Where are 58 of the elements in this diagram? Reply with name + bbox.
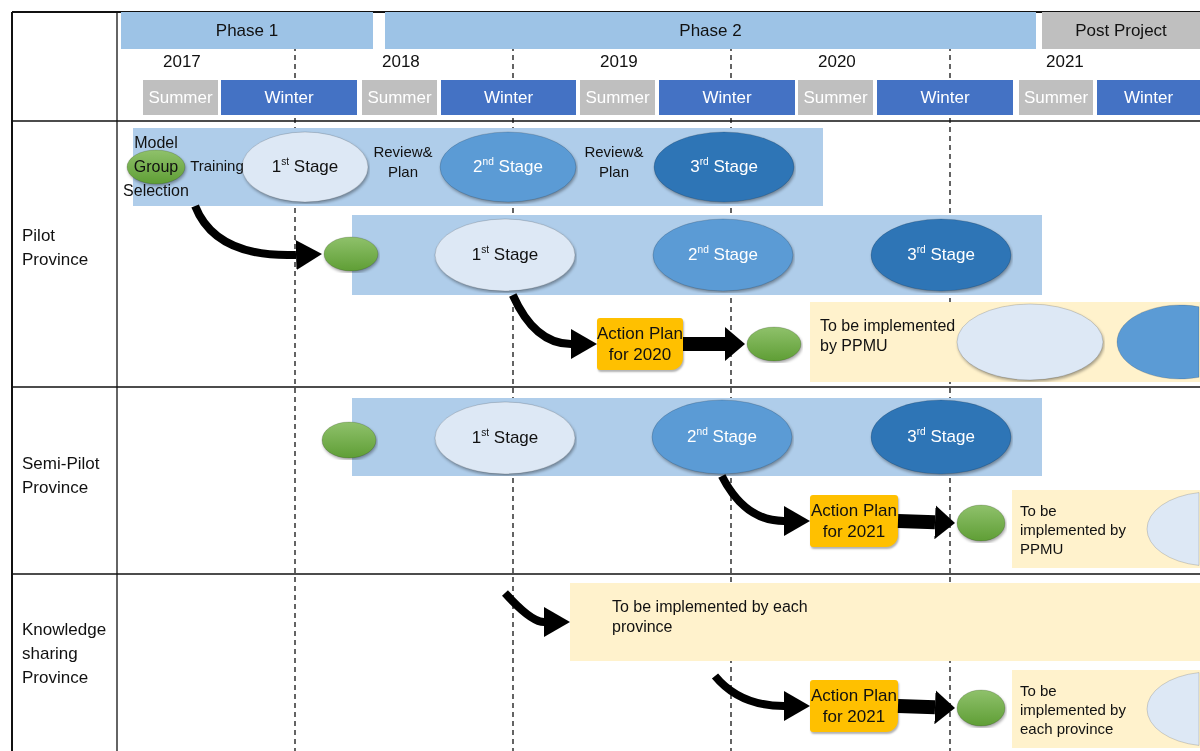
stage-ellipse: 2$^{nd}$ Stage [650, 398, 794, 476]
stage-ellipse: 2$^{nd}$ Stage [651, 217, 795, 293]
sticky-note: Action Plan for 2020 [597, 318, 683, 370]
milestone-ellipse [322, 235, 380, 273]
season-bar: Summer [143, 80, 218, 115]
row-label: Semi-Pilot Province [22, 453, 101, 499]
timeline-band [810, 302, 1200, 382]
season-bar: Winter [659, 80, 795, 115]
arrow [897, 505, 955, 540]
timeline-band [352, 398, 1042, 476]
stage-ellipse: 3$^{rd}$ Stage [869, 217, 1013, 293]
sticky-note: Action Plan for 2021 [810, 495, 898, 547]
milestone-ellipse [955, 503, 1007, 543]
stage-ellipse: 3$^{rd}$ Stage [869, 398, 1013, 476]
band-text: To be implemented by PPMU [1020, 502, 1127, 559]
timeline-band [352, 215, 1042, 295]
arrow [712, 673, 810, 721]
arrow [683, 327, 745, 361]
season-bar: Summer [798, 80, 873, 115]
arrow [191, 204, 322, 270]
milestone-ellipse [955, 688, 1007, 728]
timeline-band [1012, 670, 1200, 748]
arrow [897, 690, 955, 725]
stage-ellipse: 2$^{nd}$ Stage [438, 130, 578, 204]
year-label: 2017 [163, 51, 201, 73]
year-label: 2021 [1046, 51, 1084, 73]
stage-ellipse [955, 302, 1105, 382]
stage-ellipse: 3$^{rd}$ Stage [652, 130, 796, 204]
phase-bar: Phase 1 [121, 12, 373, 49]
season-bar: Summer [362, 80, 437, 115]
phase-bar: Phase 2 [385, 12, 1036, 49]
band-text: To be implemented by each province [612, 597, 809, 637]
row-label: Knowledge sharing Province [22, 619, 108, 689]
year-label: 2018 [382, 51, 420, 73]
step-label: Review& Plan [372, 142, 434, 183]
milestone-ellipse [320, 420, 378, 460]
band-text: To be implemented by each province [1020, 682, 1127, 739]
season-bar: Winter [1097, 80, 1200, 115]
year-label: 2019 [600, 51, 638, 73]
season-bar: Summer [580, 80, 655, 115]
step-label: Review& Plan [583, 142, 645, 183]
stage-ellipse: 1$^{st}$ Stage [433, 400, 577, 476]
year-label: 2020 [818, 51, 856, 73]
timeline-band [1012, 490, 1200, 568]
arrow [502, 590, 570, 637]
row-label: Pilot Province [22, 225, 90, 271]
season-bar: Winter [221, 80, 357, 115]
season-bar: Summer [1019, 80, 1093, 115]
arrow [718, 474, 810, 536]
timeline-band [570, 583, 1200, 661]
milestone-ellipse [745, 325, 803, 363]
season-bar: Winter [877, 80, 1013, 115]
sticky-note: Action Plan for 2021 [810, 680, 898, 732]
season-bar: Winter [441, 80, 576, 115]
band-text: To be implemented by PPMU [820, 316, 957, 356]
phase-bar: Post Project [1042, 12, 1200, 49]
arrow [509, 293, 597, 359]
stage-ellipse: 1$^{st}$ Stage [433, 217, 577, 293]
